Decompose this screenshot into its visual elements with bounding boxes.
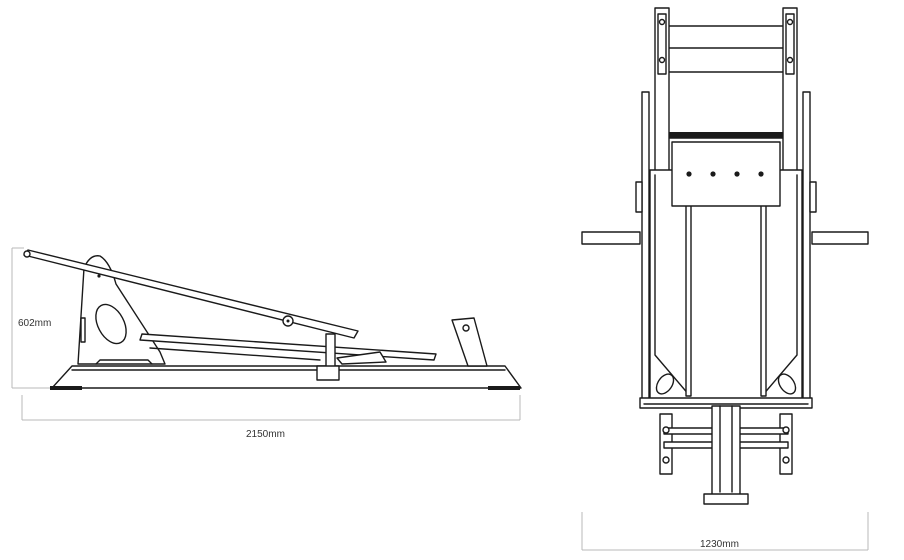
front-outer-upright-right (802, 91, 811, 403)
side-base-foot-left (50, 386, 82, 390)
front-plate-hole (734, 171, 740, 177)
front-cutout-right (777, 373, 797, 395)
side-view: 602mm 2150mm (11, 247, 522, 440)
side-length-dimension: 2150mm (246, 429, 285, 440)
side-foot-post (325, 333, 336, 369)
front-inner-frame (649, 169, 803, 401)
side-frame-handle (80, 317, 86, 343)
side-main-rail (23, 249, 359, 339)
front-cutout-left (655, 373, 675, 395)
front-plate-hole (758, 171, 764, 177)
side-base-foot-right (488, 386, 520, 390)
side-height-dimension: 602mm (18, 318, 51, 329)
side-base-plate (51, 365, 522, 389)
front-plate-hole (710, 171, 716, 177)
front-weight-horn-left (581, 231, 641, 245)
front-back-pad (666, 25, 788, 139)
side-foot-block (316, 365, 340, 381)
front-center-post (711, 405, 741, 499)
front-width-dimension: 1230mm (700, 539, 739, 550)
side-rear-upright (451, 317, 488, 367)
side-frame-cutout (95, 303, 127, 345)
front-plate-hole (686, 171, 692, 177)
side-lower-rail (139, 333, 437, 361)
front-center-foot (703, 493, 749, 505)
front-outer-upright-left (641, 91, 650, 403)
front-view: 1230mm (581, 7, 869, 551)
front-weight-horn-right (811, 231, 869, 245)
